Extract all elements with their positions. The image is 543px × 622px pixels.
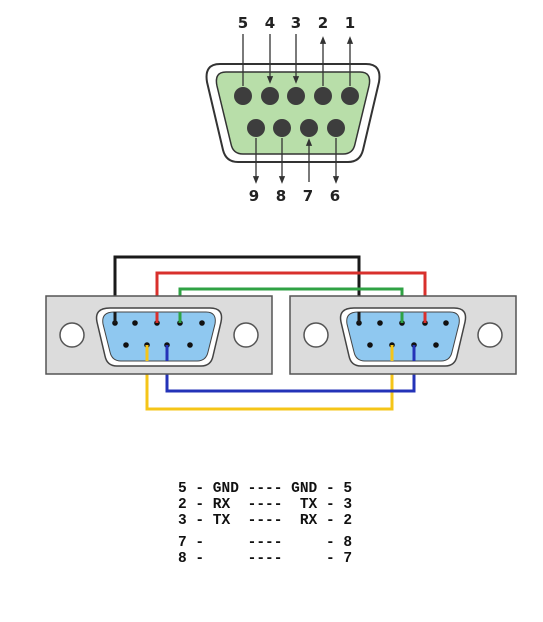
pin-map-left: 5 - GND — [178, 481, 239, 497]
pin-label-6: 6 — [330, 187, 340, 205]
left-db9-socket — [45, 295, 273, 375]
pin-map-right: TX - 3 — [291, 497, 353, 513]
pin-4 — [261, 87, 279, 105]
pin-map-right: GND - 5 — [291, 481, 353, 497]
pin-label-5: 5 — [238, 14, 248, 32]
pin-map-left: 2 - RX — [178, 497, 239, 513]
pin-6 — [327, 119, 345, 137]
pin-label-1: 1 — [345, 14, 355, 32]
left-pin — [187, 342, 193, 348]
pin-map-dashes: ---- — [247, 497, 283, 513]
right-mount-hole-2 — [477, 322, 503, 348]
pin-map-left: 3 - TX — [178, 513, 239, 529]
right-pin — [367, 342, 373, 348]
pin-map-row: 2 - RX ---- TX - 3 — [178, 497, 352, 513]
pin-map-right: - 8 — [291, 535, 353, 551]
right-socket-face — [346, 311, 460, 362]
pin-map-row: 8 - ---- - 7 — [178, 551, 352, 567]
left-socket-face — [102, 311, 216, 362]
pin-label-3: 3 — [291, 14, 301, 32]
right-mount-hole-1 — [303, 322, 329, 348]
pin-8 — [273, 119, 291, 137]
pin-3 — [287, 87, 305, 105]
right-pin — [433, 342, 439, 348]
wire-yellow — [145, 345, 394, 411]
pin-map-dashes: ---- — [247, 481, 283, 497]
pin-label-2: 2 — [318, 14, 328, 32]
pin-label-7: 7 — [303, 187, 313, 205]
db9-pinout-connector: 5 4 3 2 1 9 8 7 6 — [205, 14, 381, 205]
pin-map-dashes: ---- — [247, 513, 283, 529]
connector-face — [215, 71, 371, 155]
pin-2 — [314, 87, 332, 105]
pin-mapping-table: 5 - GND ---- GND - 5 2 - RX ---- TX - 3 … — [178, 481, 352, 567]
pin-label-4: 4 — [265, 14, 275, 32]
pin-7 — [300, 119, 318, 137]
pin-1 — [341, 87, 359, 105]
pin-map-row: 3 - TX ---- RX - 2 — [178, 513, 352, 529]
right-pin — [377, 320, 383, 326]
pin-5 — [234, 87, 252, 105]
pin-map-row: 5 - GND ---- GND - 5 — [178, 481, 352, 497]
right-db9-socket — [289, 295, 517, 375]
left-pin — [199, 320, 205, 326]
right-pin — [443, 320, 449, 326]
db9-wiring-diagram: 5 4 3 2 1 9 8 7 6 — [45, 14, 517, 411]
pin-map-row: 7 - ---- - 8 — [178, 535, 352, 551]
pin-9 — [247, 119, 265, 137]
wire-ends — [113, 312, 427, 361]
pin-map-right: RX - 2 — [291, 513, 353, 529]
pin-map-left: 8 - — [178, 551, 239, 567]
pin-label-9: 9 — [249, 187, 259, 205]
pin-map-dashes: ---- — [247, 551, 283, 567]
pin-map-left: 7 - — [178, 535, 239, 551]
pin-map-dashes: ---- — [247, 535, 283, 551]
pin-map-right: - 7 — [291, 551, 353, 567]
left-mount-hole-2 — [233, 322, 259, 348]
left-pin — [132, 320, 138, 326]
left-mount-hole-1 — [59, 322, 85, 348]
pin-label-8: 8 — [276, 187, 286, 205]
left-pin — [123, 342, 129, 348]
